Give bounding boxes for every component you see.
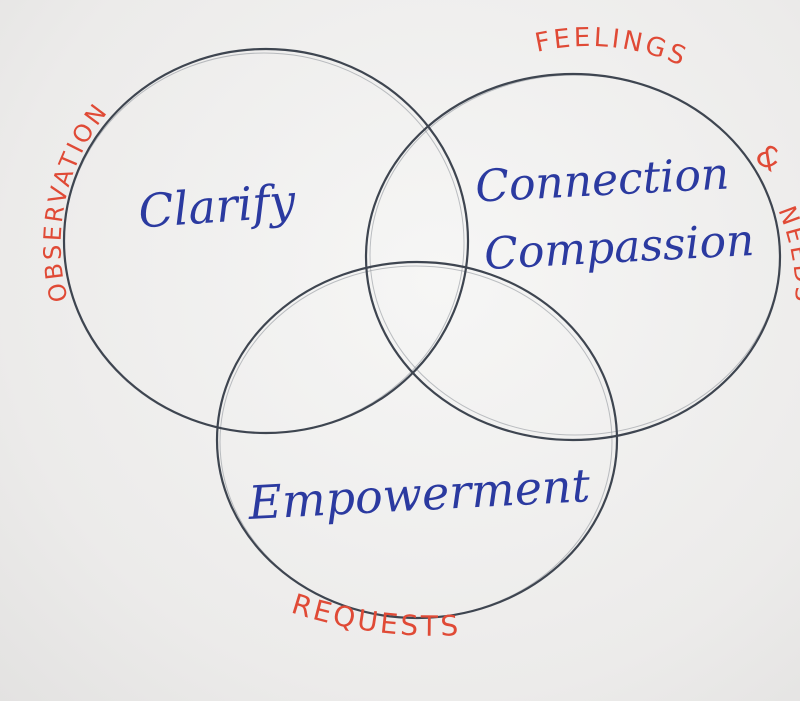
circle-bottom	[215, 260, 619, 620]
circle-top-left	[62, 47, 470, 435]
label-empowerment: Empowerment	[246, 458, 592, 530]
guide-circle-left	[63, 52, 465, 434]
guide-circle-bottom	[219, 265, 613, 619]
label-observation: OBSERVATION	[39, 97, 115, 305]
label-connection: Connection	[474, 148, 730, 212]
circle-top-right	[364, 72, 782, 442]
label-ampersand: &	[749, 137, 791, 181]
label-feelings: FEELINGS	[532, 23, 692, 73]
label-compassion: Compassion	[483, 215, 756, 280]
label-requests: REQUESTS	[288, 587, 462, 643]
label-clarify: Clarify	[137, 174, 298, 239]
